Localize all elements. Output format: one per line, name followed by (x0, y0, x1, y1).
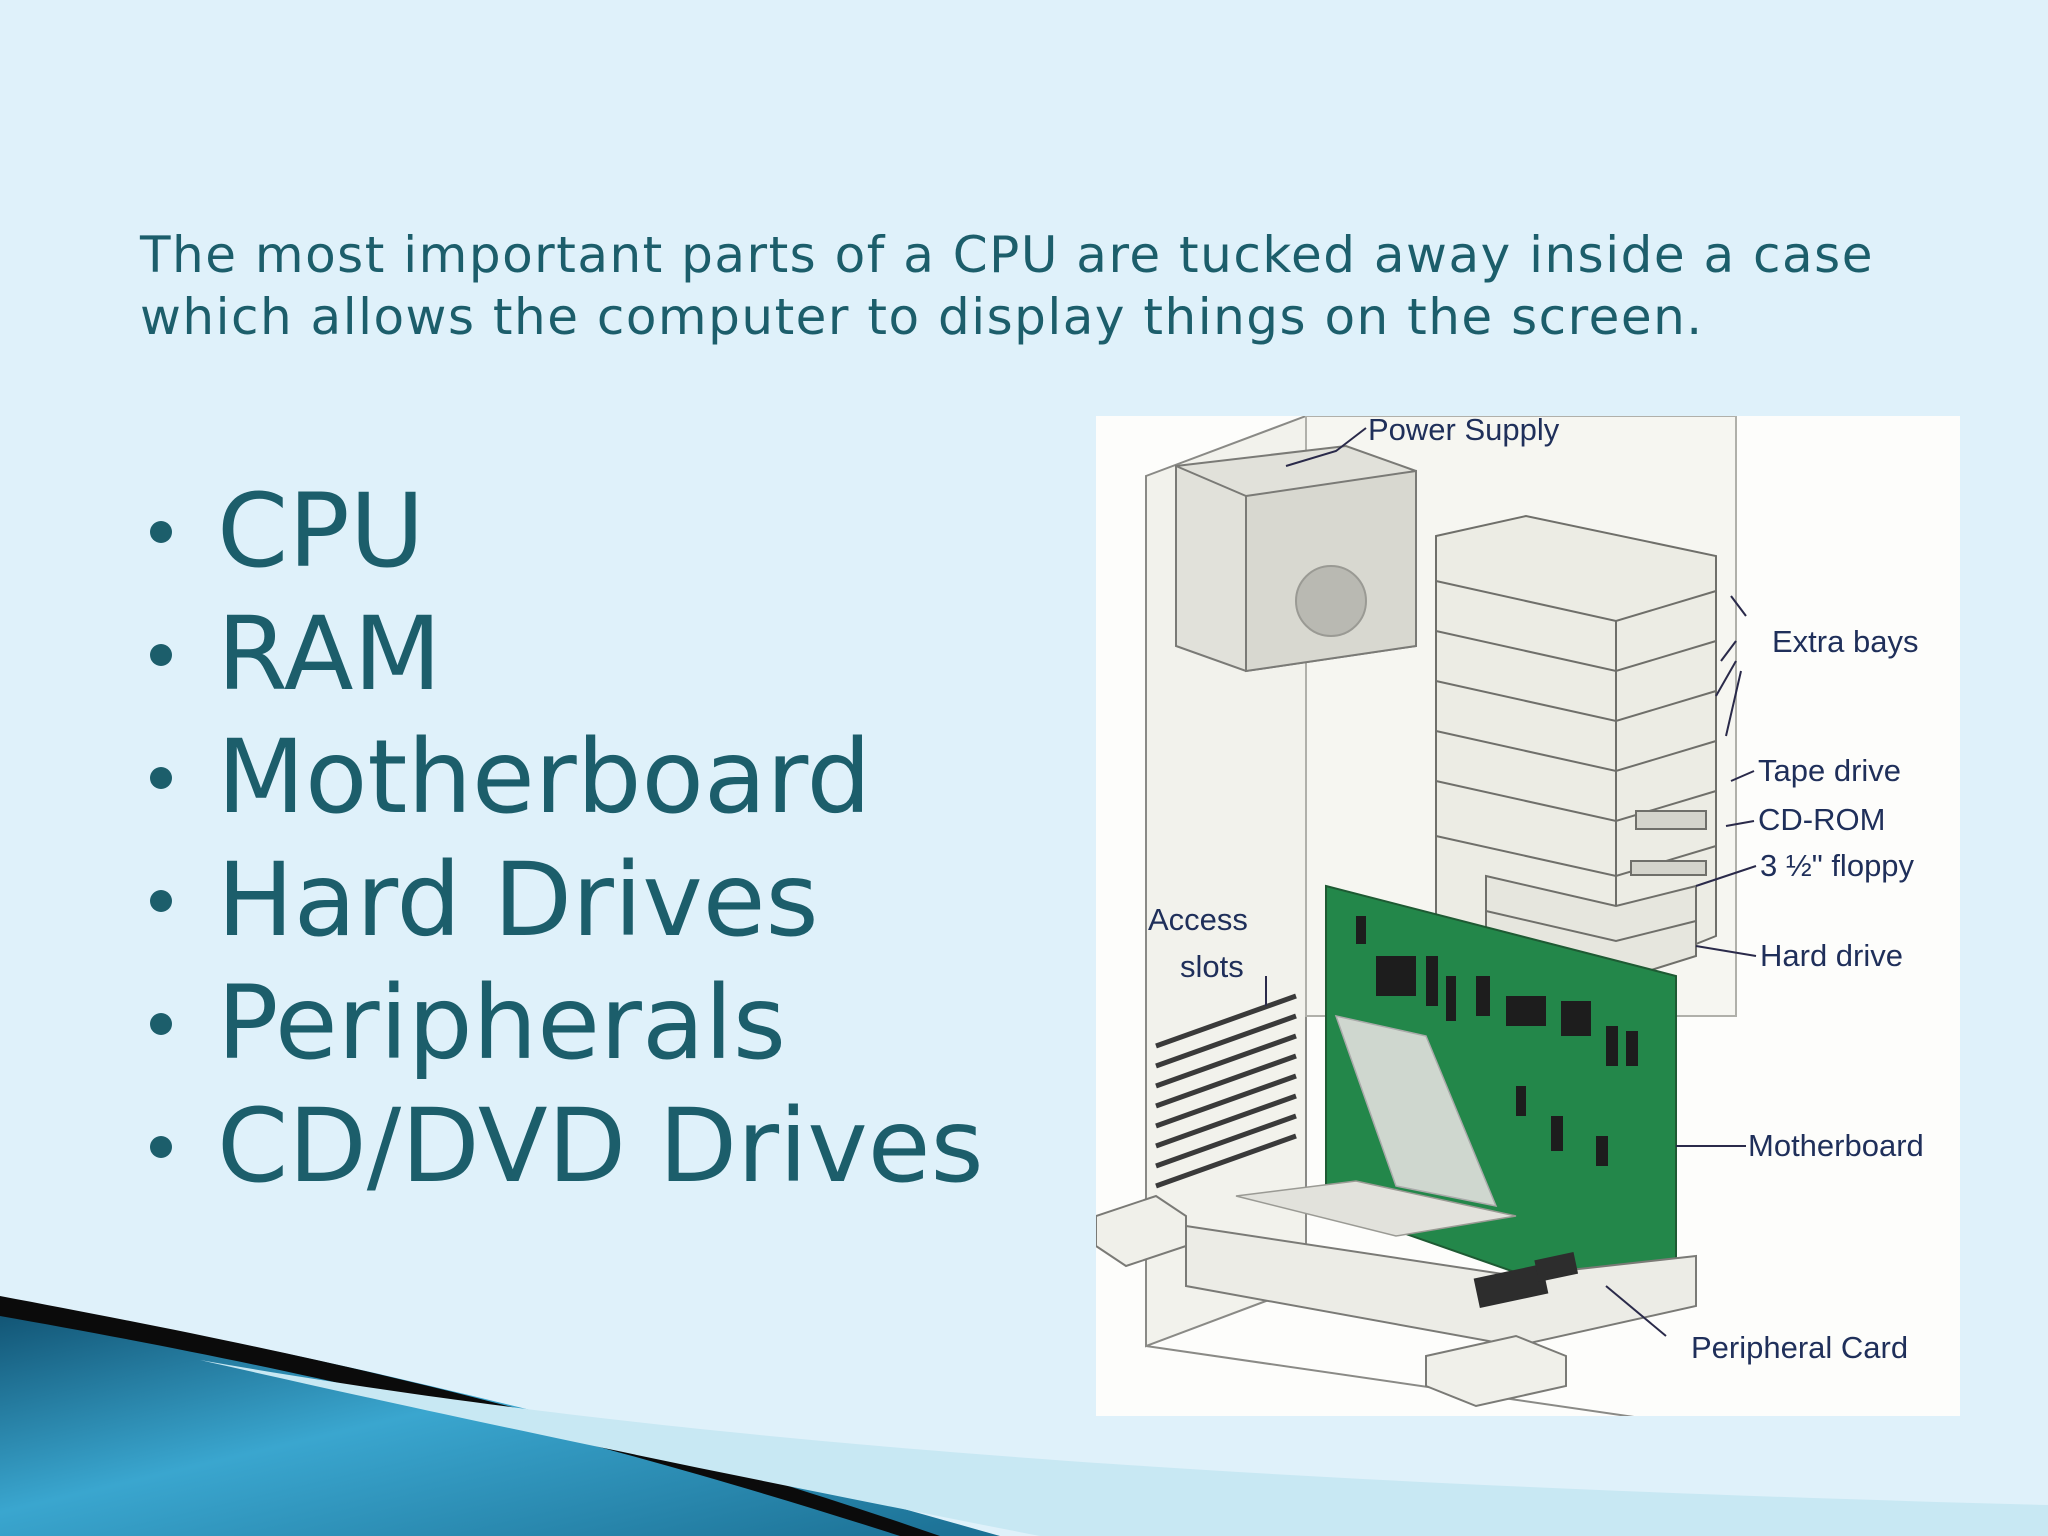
bullet-label: Peripherals (217, 964, 786, 1083)
bullet-dot-icon (150, 889, 172, 912)
label-extra-bays: Extra bays (1772, 624, 1918, 659)
bullet-list: CPU RAM Motherboard Hard Drives Peripher… (140, 470, 984, 1208)
label-access-slots-line2: slots (1180, 949, 1244, 984)
label-power-supply: Power Supply (1368, 416, 1560, 447)
computer-case-diagram: Power Supply Extra bays Tape drive CD-RO… (1096, 416, 1960, 1416)
bullet-label: Motherboard (217, 718, 872, 837)
bullet-label: RAM (217, 595, 442, 714)
label-motherboard: Motherboard (1748, 1128, 1924, 1163)
bullet-dot-icon (150, 766, 172, 789)
bullet-item: Motherboard (140, 716, 984, 839)
bullet-item: Peripherals (140, 962, 984, 1085)
label-floppy: 3 ½" floppy (1760, 848, 1915, 883)
intro-text: The most important parts of a CPU are tu… (140, 226, 1874, 346)
bullet-item: CD/DVD Drives (140, 1085, 984, 1208)
label-tape-drive: Tape drive (1758, 753, 1901, 788)
label-peripheral-card: Peripheral Card (1691, 1330, 1908, 1365)
bullet-dot-icon (150, 643, 172, 666)
bullet-label: Hard Drives (217, 841, 819, 960)
bullet-dot-icon (150, 520, 172, 543)
bullet-label: CPU (217, 472, 425, 591)
bullet-item: CPU (140, 470, 984, 593)
bullet-dot-icon (150, 1012, 172, 1035)
label-cd-rom: CD-ROM (1758, 802, 1885, 837)
bullet-item: Hard Drives (140, 839, 984, 962)
label-access-slots-line1: Access (1148, 902, 1248, 937)
bullet-label: CD/DVD Drives (217, 1087, 984, 1206)
bullet-dot-icon (150, 1135, 172, 1158)
bullet-item: RAM (140, 593, 984, 716)
label-hard-drive: Hard drive (1760, 938, 1903, 973)
